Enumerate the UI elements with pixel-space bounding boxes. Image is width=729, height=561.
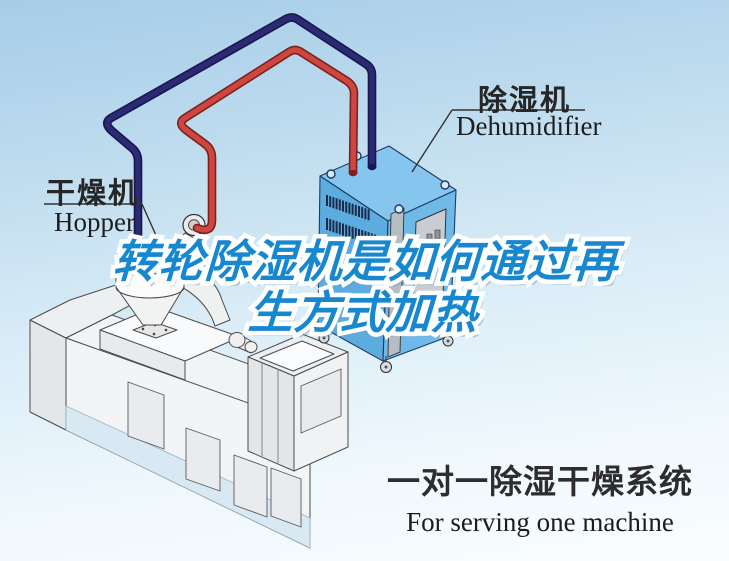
lifting-eyelet xyxy=(394,204,404,214)
hopper-body-seam xyxy=(115,262,185,275)
dehumidifier-label-zh: 除湿机 xyxy=(478,85,572,117)
hopper-label-zh: 干燥机 xyxy=(46,178,140,210)
unit-window-panel xyxy=(300,368,342,434)
caster-wheel xyxy=(380,356,392,373)
machine-door-panel xyxy=(233,454,268,518)
molding-machine xyxy=(29,281,349,549)
headline-line2: 生方式加热 xyxy=(246,287,480,338)
machine-door-panel xyxy=(127,381,165,450)
dehumidifier-leader-line xyxy=(411,109,453,173)
return-air-pipe xyxy=(102,13,377,256)
door-indicator xyxy=(426,233,433,244)
caption: 一对一除湿干燥系统 For serving one machine xyxy=(372,455,708,538)
mount-bolt xyxy=(164,328,168,332)
barrel-cylinder xyxy=(228,332,246,348)
door-indicator xyxy=(434,229,441,240)
dehumidifier-unit xyxy=(317,145,457,373)
pipe-port-fitting xyxy=(348,170,358,176)
lifting-eyelet xyxy=(326,169,336,179)
mount-bolt xyxy=(152,332,156,336)
unit-top-inner xyxy=(259,340,335,372)
hopper-platform-front xyxy=(99,329,186,381)
mount-bolt xyxy=(141,327,145,331)
hopper-elbow xyxy=(172,232,199,254)
dehumidifier-label-en: Dehumidifier xyxy=(456,111,602,141)
guard-frame-line xyxy=(261,363,279,463)
caption-en: For serving one machine xyxy=(406,507,674,537)
lifting-eyelet xyxy=(440,180,450,190)
hopper-cone xyxy=(115,286,185,326)
caster-wheel xyxy=(442,330,454,347)
barrel-cylinder xyxy=(244,341,258,353)
caster-wheel xyxy=(318,326,330,344)
hopper-label-en: Hopper xyxy=(54,207,135,237)
pipe-port-fitting xyxy=(367,164,377,170)
machine-door-panel xyxy=(185,427,221,492)
unit-left-face xyxy=(247,356,295,472)
hot-air-pipe xyxy=(176,45,359,235)
machine-door-panel xyxy=(270,467,302,528)
hopper-leader-line xyxy=(141,203,164,252)
headline-line1: 转轮除湿机是如何通过再 xyxy=(111,236,621,287)
vent-grille xyxy=(326,195,370,221)
hopper-side-duct xyxy=(169,260,231,327)
headline-fill-layer: 转轮除湿机是如何通过再 生方式加热 xyxy=(0,236,729,338)
headline: 转轮除湿机是如何通过再 生方式加热 转轮除湿机是如何通过再 生方式加热 xyxy=(0,232,729,343)
vent-grille xyxy=(326,218,376,247)
caption-zh: 一对一除湿干燥系统 xyxy=(387,463,693,500)
hopper-dryer xyxy=(115,213,231,327)
